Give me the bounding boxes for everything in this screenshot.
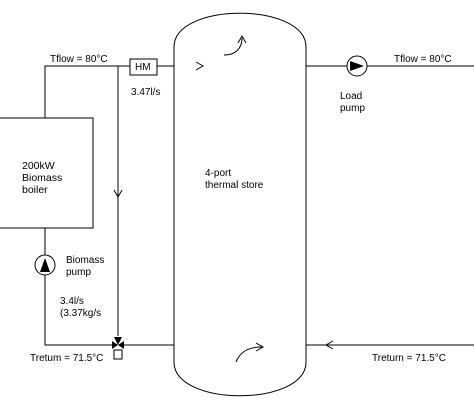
biomass-pump-label: Biomass pump <box>66 255 105 278</box>
flow-arrow-icon <box>195 61 205 71</box>
swirl-arrow-top-icon <box>223 37 243 56</box>
boiler-label: 200kW Biomass boiler <box>22 160 63 196</box>
tflow-right-label: Tflow = 80°C <box>394 54 452 65</box>
biomass-pump-icon <box>34 254 56 276</box>
load-pump-label: Load pump <box>340 91 366 114</box>
swirl-arrow-bottom-icon <box>235 346 263 363</box>
boiler-box <box>0 117 94 229</box>
flow-rate-top-label: 3.47l/s <box>131 87 161 98</box>
return-pipe-to-boiler <box>44 228 112 346</box>
return-arrow-icon <box>324 340 334 350</box>
treturn-right-label: Treturn = 71.5°C <box>372 353 446 364</box>
load-pump-icon <box>346 55 368 77</box>
treturn-left-label: Tretum = 71.5°C <box>30 353 104 364</box>
heat-meter-label: HM <box>135 62 151 73</box>
swirl-arrow-bottom-head <box>255 342 265 352</box>
bypass-arrow-icon <box>113 189 123 199</box>
thermal-store-label: 4-port thermal store <box>205 168 264 191</box>
flow-rate-bottom-label: 3.4l/s (3.37kg/s <box>60 296 102 319</box>
swirl-arrow-top-head <box>237 34 247 44</box>
tflow-left-label: Tflow = 80°C <box>50 54 108 65</box>
mixing-valve-icon <box>112 337 124 360</box>
thermal-store-vessel <box>173 12 307 397</box>
heat-meter-box <box>129 58 158 76</box>
